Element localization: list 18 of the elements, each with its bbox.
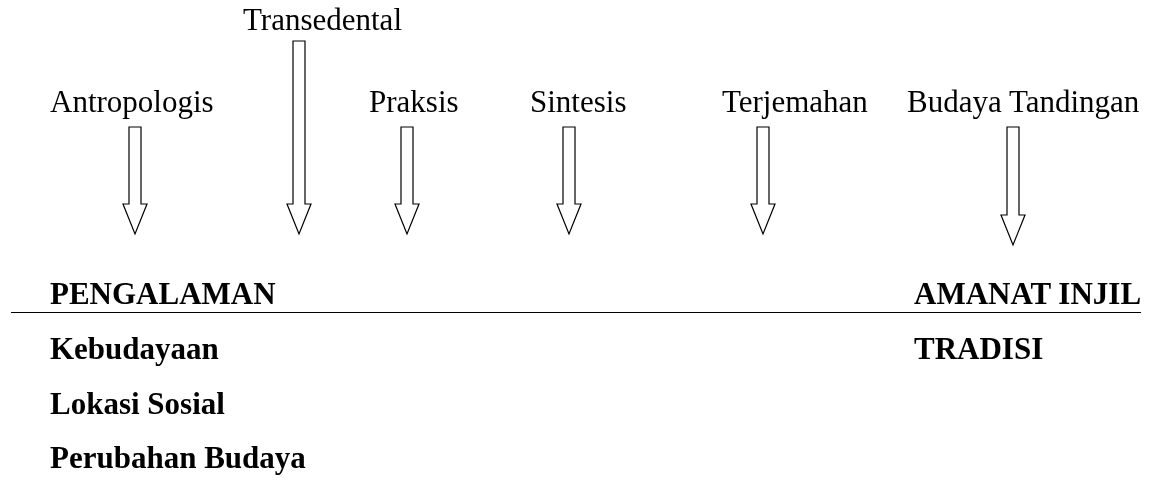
concept-label: Kebudayaan	[50, 331, 219, 367]
hollow-arrow	[556, 126, 582, 236]
hollow-arrow	[394, 126, 420, 236]
hollow-arrow	[122, 126, 148, 236]
concept-label: PENGALAMAN	[50, 276, 276, 312]
hollow-arrow	[750, 126, 776, 236]
approach-label: Antropologis	[50, 84, 214, 120]
hollow-arrow	[286, 40, 312, 236]
approach-label: Praksis	[369, 84, 459, 120]
concept-label: AMANAT INJIL	[914, 276, 1142, 312]
approach-label: Transedental	[243, 2, 402, 38]
approach-label: Sintesis	[530, 84, 627, 120]
approach-label: Budaya Tandingan	[907, 84, 1140, 120]
concept-label: Lokasi Sosial	[50, 386, 225, 422]
concept-label: TRADISI	[914, 331, 1044, 367]
concept-label: Perubahan Budaya	[50, 440, 306, 476]
hollow-arrow	[1000, 126, 1026, 247]
approach-label: Terjemahan	[722, 84, 868, 120]
